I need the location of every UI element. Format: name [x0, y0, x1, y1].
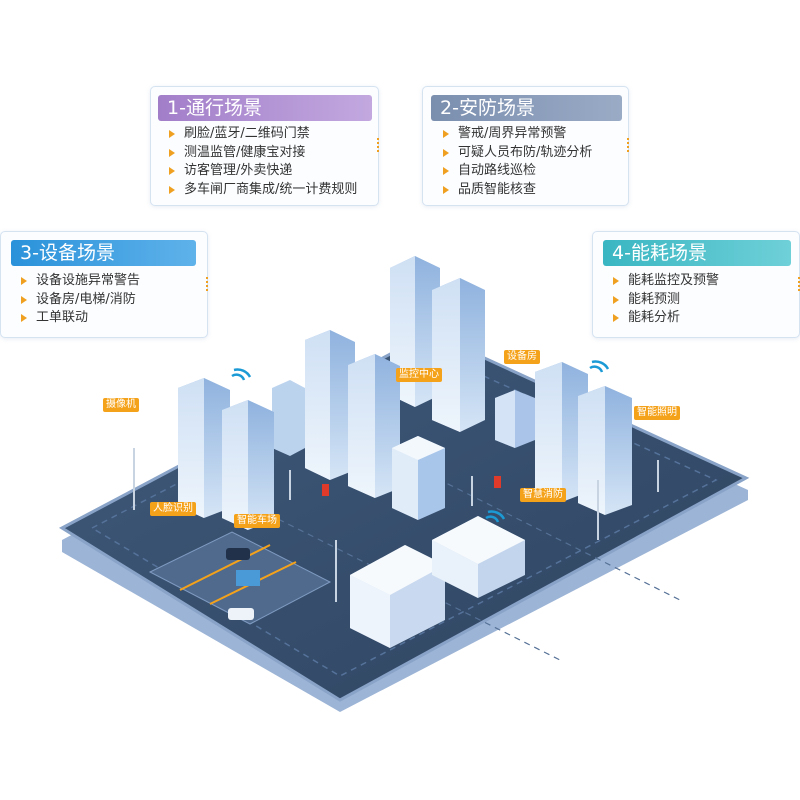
card-energy-list: 能耗监控及预警 能耗预测 能耗分析	[613, 272, 719, 328]
list-item: 能耗预测	[613, 291, 719, 310]
card-equipment-scenario: 3-设备场景 设备设施异常警告 设备房/电梯/消防 工单联动	[0, 231, 208, 338]
card-edge-dots	[377, 138, 379, 154]
bullet-triangle-icon	[613, 295, 619, 304]
equipment-room-label: 设备房	[504, 350, 540, 364]
list-item: 访客管理/外卖快递	[169, 162, 357, 181]
fire-hydrant-icon	[322, 484, 329, 496]
bullet-triangle-icon	[169, 148, 175, 157]
face-recognition-label: 人脸识别	[150, 502, 196, 516]
bullet-triangle-icon	[169, 167, 175, 175]
card-equipment-title: 3-设备场景	[11, 240, 196, 266]
monitor-center-label: 监控中心	[396, 368, 442, 382]
smart-lighting-label: 智能照明	[634, 406, 680, 420]
wifi-icon	[485, 510, 506, 523]
list-item: 能耗分析	[613, 309, 719, 328]
smart-fire-label: 智慧消防	[520, 488, 566, 502]
bullet-triangle-icon	[613, 277, 619, 285]
bullet-triangle-icon	[443, 185, 449, 194]
smart-parking-label: 智能车场	[234, 514, 280, 528]
card-energy-scenario: 4-能耗场景 能耗监控及预警 能耗预测 能耗分析	[592, 231, 800, 338]
list-item: 刷脸/蓝牙/二维码门禁	[169, 125, 357, 144]
street-lamps	[133, 448, 659, 602]
card-security-scenario: 2-安防场景 警戒/周界异常预警 可疑人员布防/轨迹分析 自动路线巡检 品质智能…	[422, 86, 629, 206]
parking-area	[148, 531, 332, 625]
bullet-triangle-icon	[21, 295, 27, 304]
bullet-triangle-icon	[613, 314, 619, 322]
low-blocks	[350, 516, 525, 648]
wifi-icon	[589, 360, 610, 373]
list-item: 测温监管/健康宝对接	[169, 144, 357, 163]
list-item: 能耗监控及预警	[613, 272, 719, 291]
camera-label: 摄像机	[103, 398, 139, 412]
list-item: 品质智能核查	[443, 181, 592, 200]
card-security-list: 警戒/周界异常预警 可疑人员布防/轨迹分析 自动路线巡检 品质智能核查	[443, 125, 592, 199]
card-equipment-list: 设备设施异常警告 设备房/电梯/消防 工单联动	[21, 272, 140, 328]
card-energy-title: 4-能耗场景	[603, 240, 791, 266]
bullet-triangle-icon	[443, 148, 449, 157]
equipment-room-building	[495, 390, 535, 448]
bullet-triangle-icon	[169, 185, 175, 194]
bullet-triangle-icon	[443, 130, 449, 138]
card-edge-dots	[798, 276, 800, 293]
bullet-triangle-icon	[21, 314, 27, 322]
platform	[58, 331, 750, 712]
card-traffic-scenario: 1-通行场景 刷脸/蓝牙/二维码门禁 测温监管/健康宝对接 访客管理/外卖快递 …	[150, 86, 379, 206]
list-item: 设备设施异常警告	[21, 272, 140, 291]
list-item: 可疑人员布防/轨迹分析	[443, 144, 592, 163]
list-item: 多车闸厂商集成/统一计费规则	[169, 181, 357, 200]
card-security-title: 2-安防场景	[431, 95, 622, 121]
list-item: 工单联动	[21, 309, 140, 328]
list-item: 自动路线巡检	[443, 162, 592, 181]
tower-center	[272, 330, 400, 498]
fire-hydrant-icon	[494, 476, 501, 488]
wifi-icon	[231, 368, 252, 381]
bullet-triangle-icon	[443, 167, 449, 175]
card-traffic-list: 刷脸/蓝牙/二维码门禁 测温监管/健康宝对接 访客管理/外卖快递 多车闸厂商集成…	[169, 125, 357, 199]
monitor-center-building	[392, 436, 445, 520]
list-item: 警戒/周界异常预警	[443, 125, 592, 144]
bullet-triangle-icon	[169, 130, 175, 138]
bullet-triangle-icon	[21, 277, 27, 285]
card-traffic-title: 1-通行场景	[158, 95, 372, 121]
card-edge-dots	[206, 276, 208, 293]
tower-back-right	[390, 256, 485, 432]
list-item: 设备房/电梯/消防	[21, 291, 140, 310]
card-edge-dots	[627, 138, 629, 154]
